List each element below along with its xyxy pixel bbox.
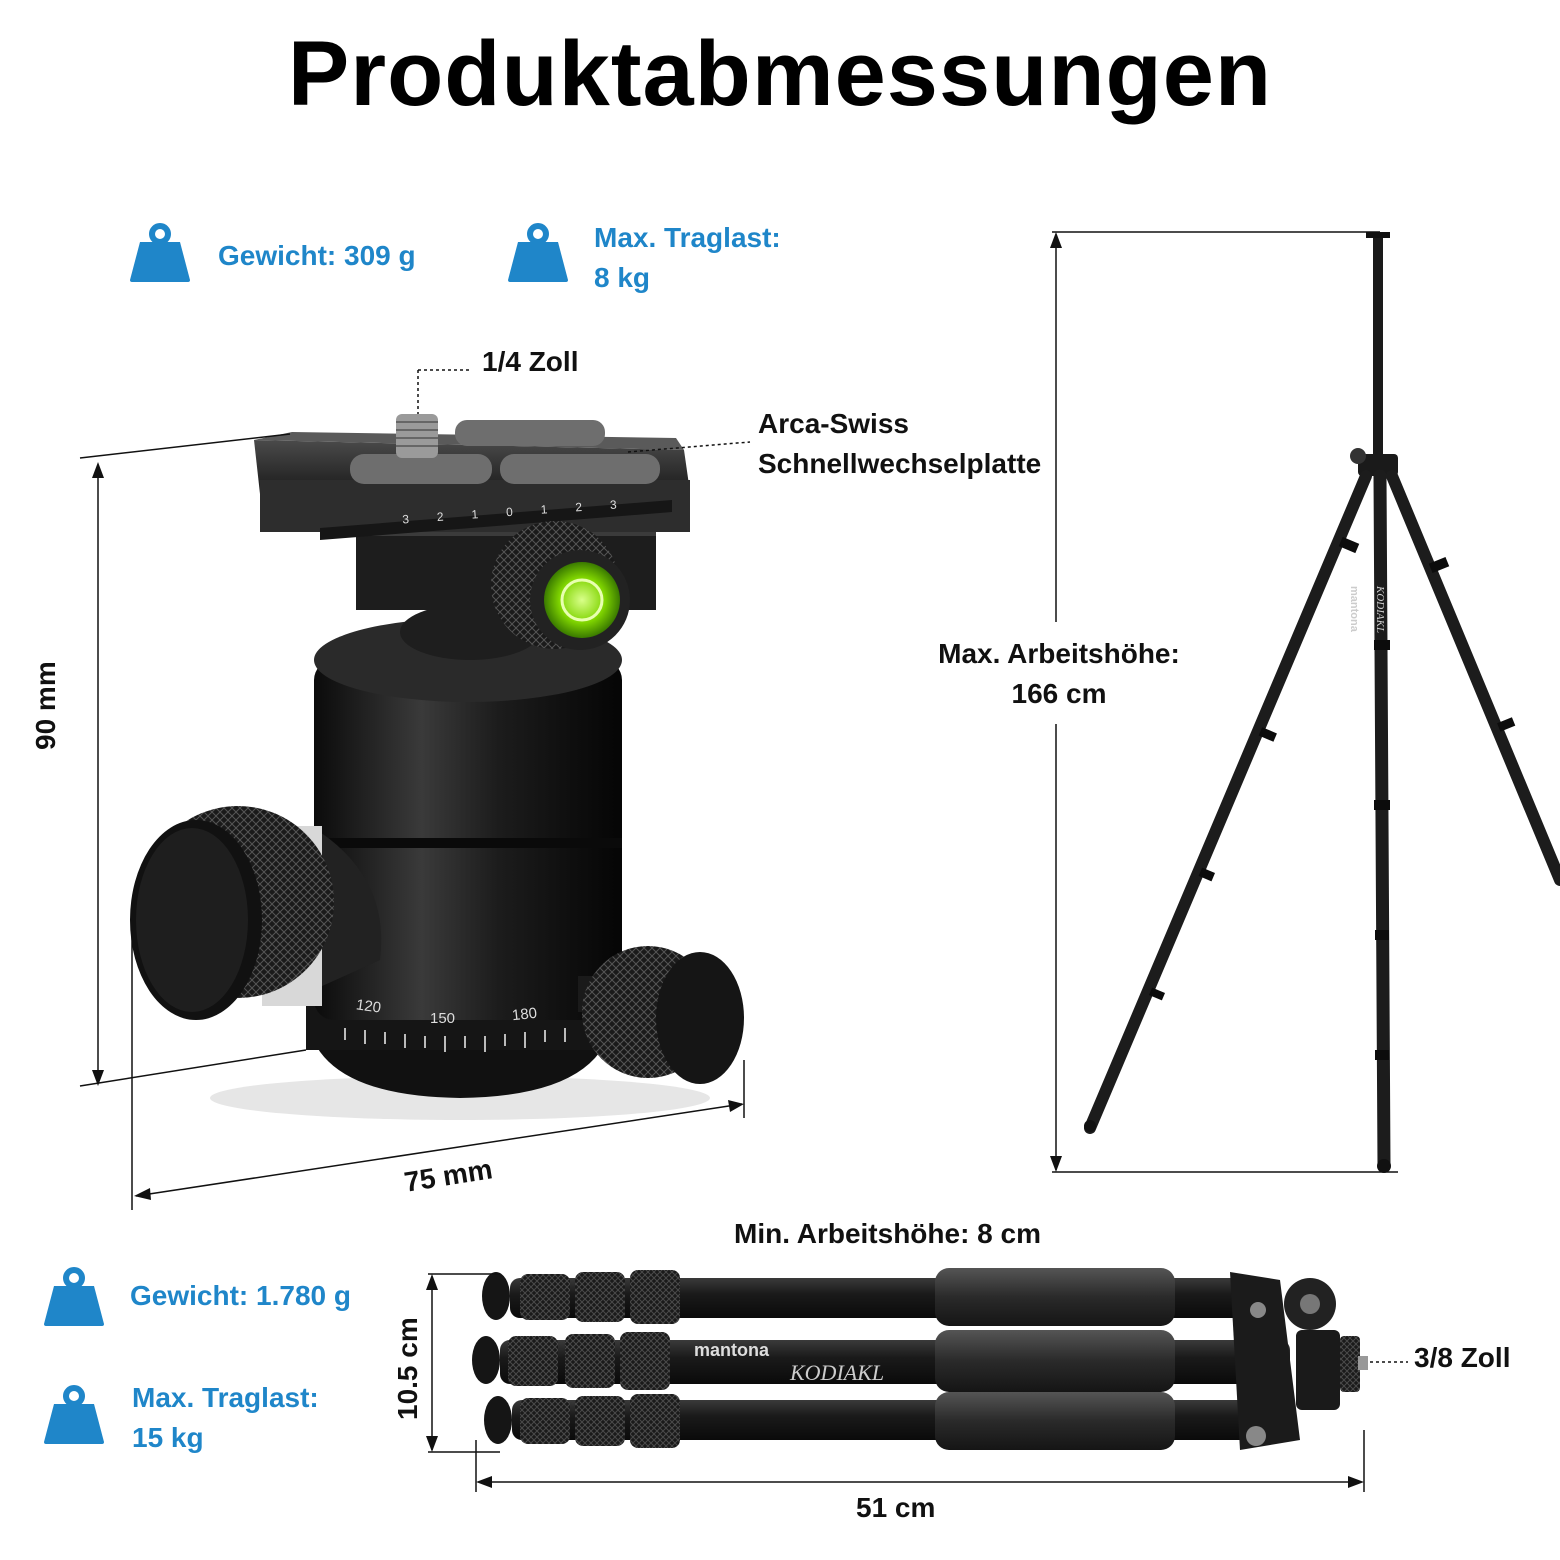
folded-length-dim: 51 cm	[856, 1492, 936, 1523]
load-weight-icon	[508, 223, 568, 282]
quick-release-plate-label: Arca-Swiss Schnellwechselplatte	[758, 404, 1041, 484]
weight-icon	[130, 223, 190, 282]
weight-icon	[44, 1267, 104, 1326]
tripod-max-load: Max. Traglast: 15 kg	[132, 1378, 319, 1458]
ball-head-weight: Gewicht: 309 g	[218, 240, 416, 271]
page-title: Produktabmessungen	[287, 23, 1273, 125]
screw-size-label: 1/4 Zoll	[482, 346, 579, 377]
ball-head-max-load: Max. Traglast: 8 kg	[594, 218, 781, 298]
max-working-height-label: Max. Arbeitshöhe:	[938, 638, 1180, 669]
min-working-height: Min. Arbeitshöhe: 8 cm	[734, 1218, 1042, 1249]
tripod-max-load-value: 15 kg	[132, 1422, 204, 1453]
folded-tripod-model: KODIAKL	[790, 1360, 885, 1385]
tripod-weight: Gewicht: 1.780 g	[130, 1280, 351, 1311]
load-weight-icon	[44, 1385, 104, 1444]
ball-head-max-load-value: 8 kg	[594, 262, 651, 293]
quick-release-plate-line2: Schnellwechselplatte	[758, 448, 1042, 479]
folded-height-dim: 10.5 cm	[392, 1317, 423, 1420]
thread-size-label: 3/8 Zoll	[1414, 1342, 1511, 1373]
tripod-max-load-label: Max. Traglast:	[132, 1382, 319, 1413]
quick-release-plate-line1: Arca-Swiss	[758, 408, 909, 439]
folded-tripod-brand: mantona	[694, 1340, 770, 1360]
ball-head-max-load-label: Max. Traglast:	[594, 222, 781, 253]
dial-mark-150: 150	[430, 1010, 456, 1027]
max-working-height: Max. Arbeitshöhe: 166 cm	[900, 634, 1218, 714]
max-working-height-value: 166 cm	[1011, 678, 1107, 709]
